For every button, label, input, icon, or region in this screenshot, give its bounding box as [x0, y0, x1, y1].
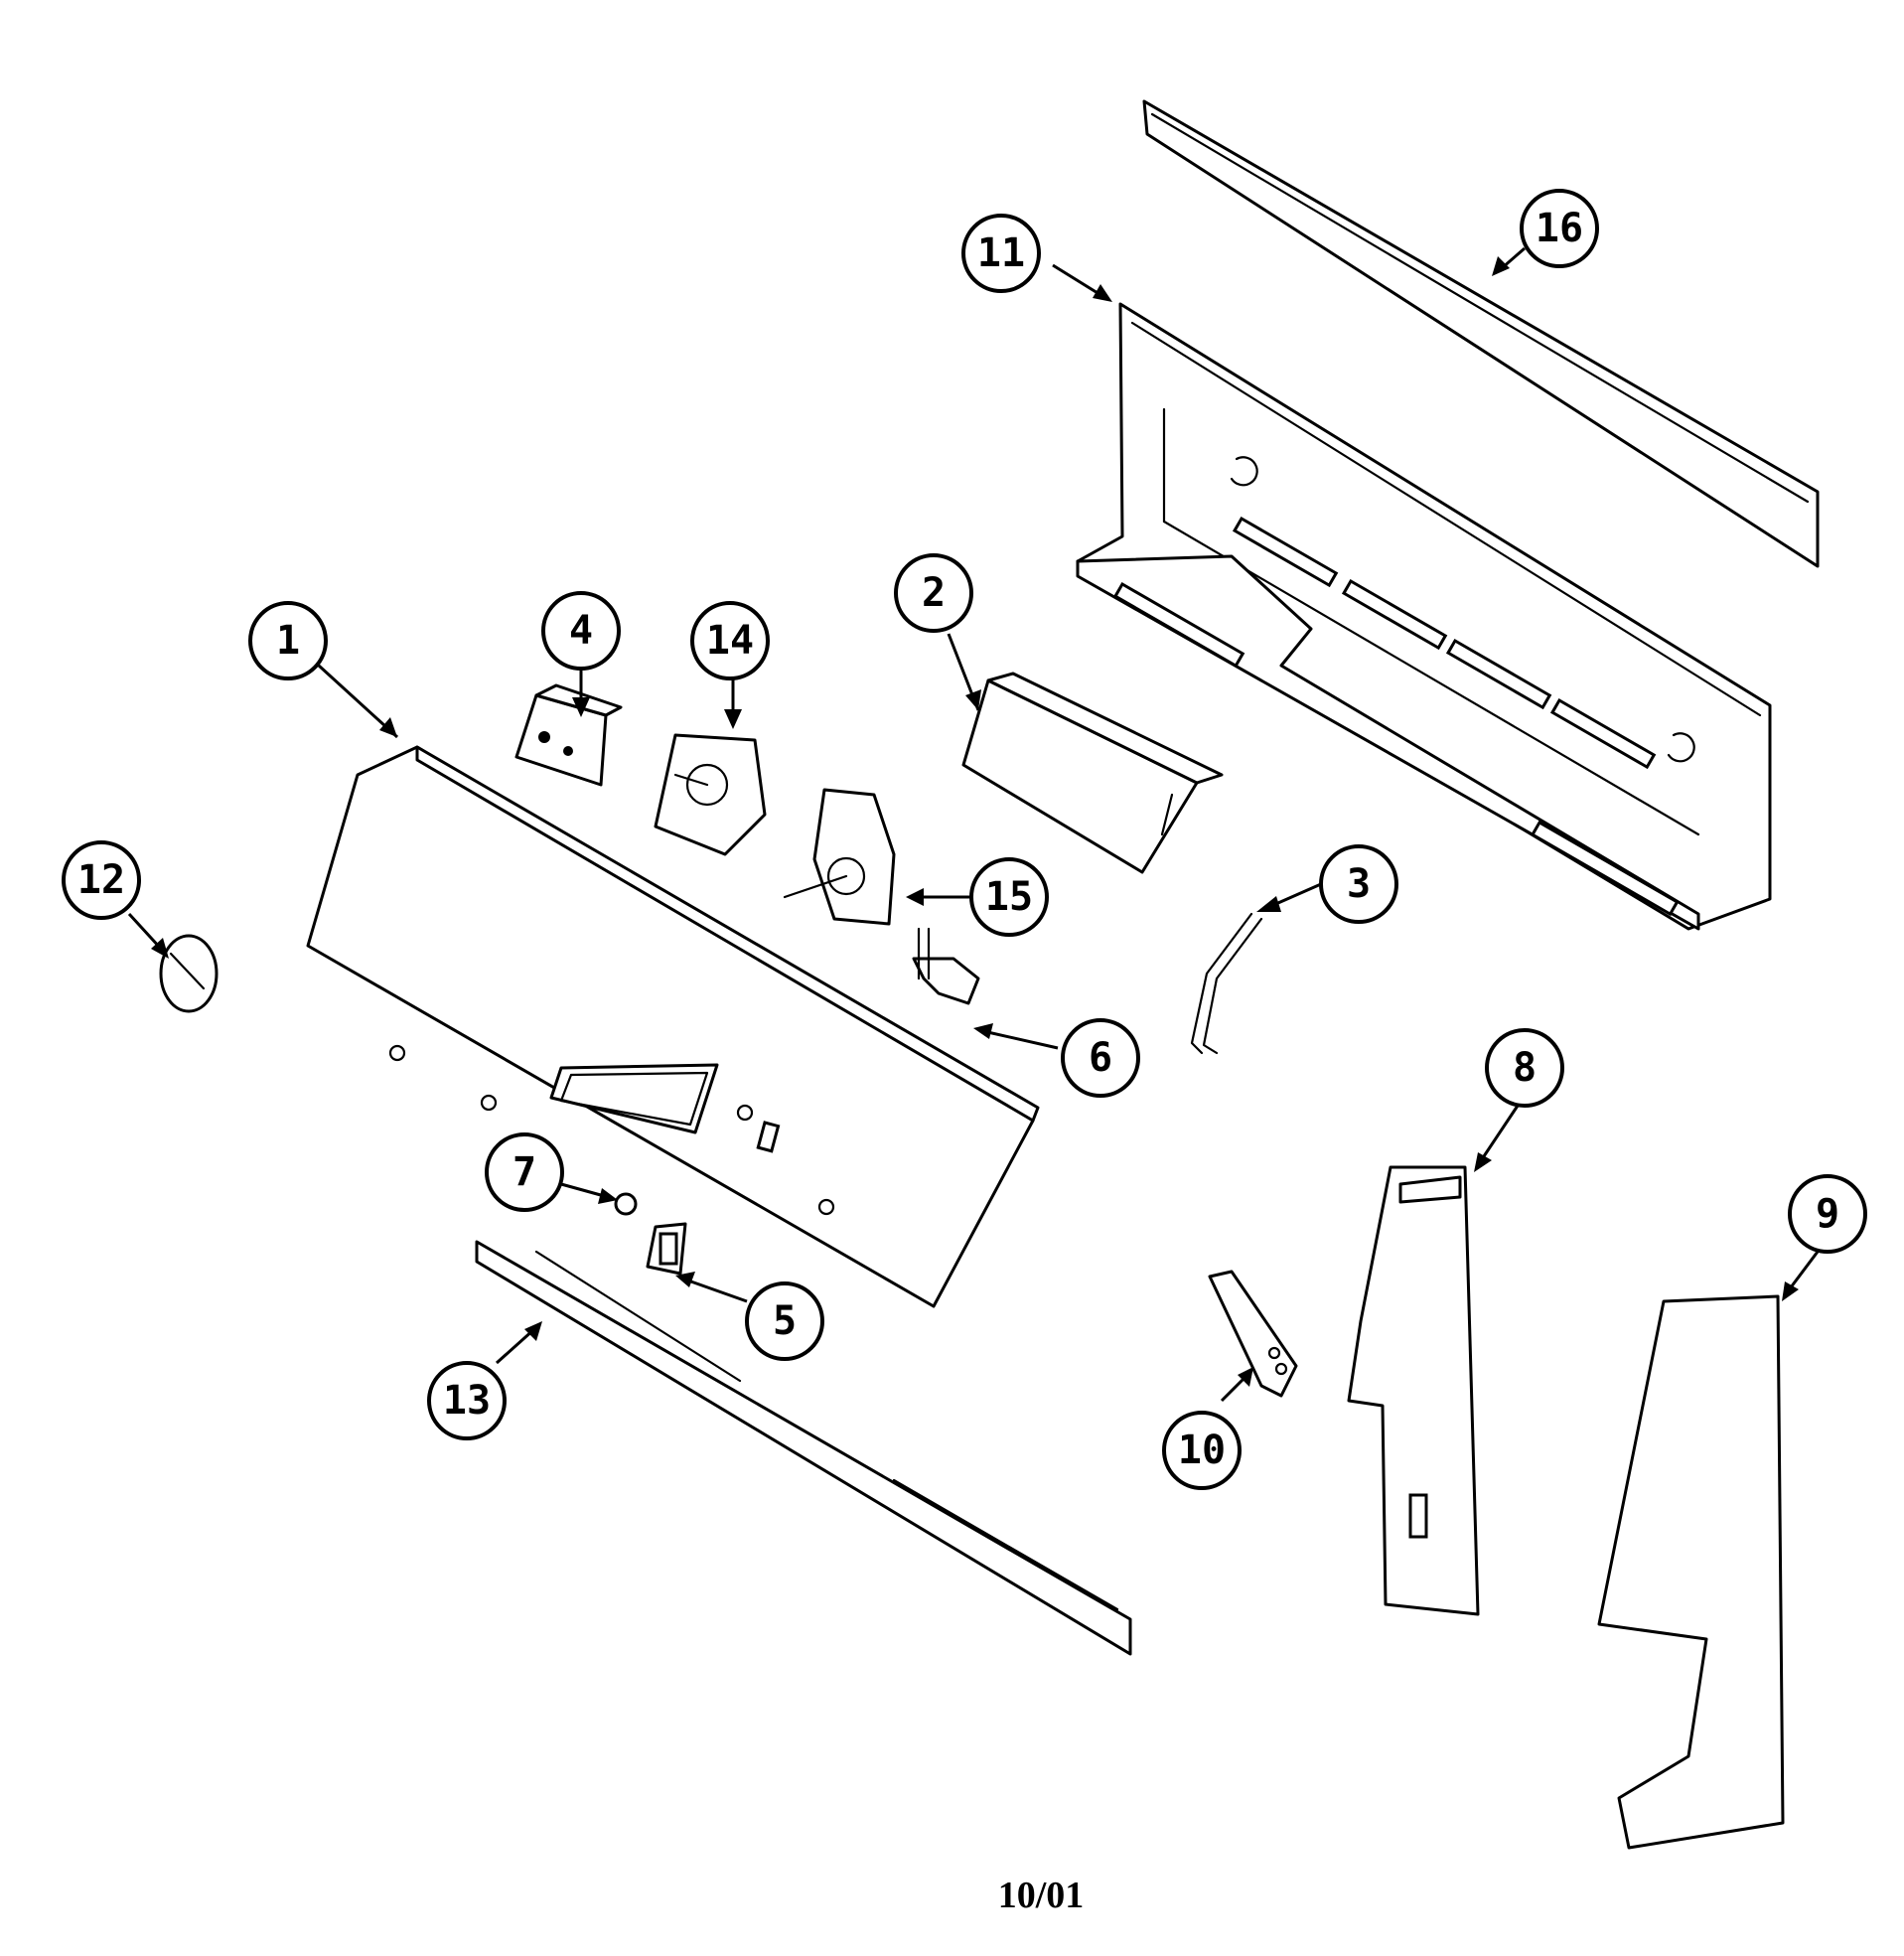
svg-text:4: 4: [569, 608, 593, 654]
svg-text:6: 6: [1089, 1035, 1112, 1081]
svg-text:1: 1: [276, 618, 300, 664]
callout-11: 11: [961, 214, 1041, 293]
callout-7: 7: [485, 1132, 564, 1212]
svg-text:3: 3: [1347, 861, 1371, 907]
part-12-knob: [159, 934, 219, 1013]
callout-10: 10: [1162, 1411, 1242, 1490]
part-1-control-panel: [306, 745, 1040, 1308]
part-9-side-panel: [1597, 1294, 1785, 1850]
svg-text:8: 8: [1513, 1045, 1537, 1091]
callout-2: 2: [894, 553, 973, 633]
svg-text:15: 15: [985, 874, 1033, 920]
callout-5: 5: [745, 1281, 824, 1361]
callout-4: 4: [541, 591, 621, 671]
part-11-back-panel: [1076, 302, 1772, 931]
callout-15: 15: [969, 857, 1049, 937]
part-5-rocker-switch: [646, 1222, 687, 1276]
svg-text:2: 2: [922, 570, 946, 616]
leader-lines: [127, 246, 1820, 1403]
svg-text:11: 11: [977, 230, 1025, 276]
callout-3: 3: [1319, 844, 1398, 924]
callout-12: 12: [62, 840, 141, 920]
part-14-infinite-switch: [654, 733, 767, 856]
svg-text:13: 13: [443, 1378, 491, 1424]
part-8-side-panel: [1347, 1165, 1480, 1616]
svg-text:9: 9: [1816, 1191, 1839, 1237]
part-4-switch: [514, 683, 623, 787]
footer-date: 10/01: [998, 1875, 1085, 1916]
part-13-bottom-trim: [475, 1240, 1132, 1656]
part-16-top-trim-strip: [1142, 99, 1820, 568]
callout-16: 16: [1520, 189, 1599, 268]
callout-8: 8: [1485, 1028, 1564, 1108]
part-10-bracket: [1208, 1270, 1298, 1398]
svg-text:10: 10: [1178, 1428, 1226, 1473]
callout-13: 13: [427, 1361, 507, 1440]
svg-text:16: 16: [1536, 206, 1583, 251]
callout-14: 14: [690, 601, 770, 680]
callout-6: 6: [1061, 1018, 1140, 1098]
callout-1: 1: [248, 601, 328, 680]
svg-text:12: 12: [77, 857, 125, 903]
svg-text:5: 5: [773, 1298, 797, 1344]
part-6-bracket: [912, 927, 980, 1005]
part-7-indicator-light: [614, 1192, 638, 1216]
svg-text:14: 14: [706, 618, 754, 664]
part-15-thermostat: [783, 788, 896, 926]
part-3-wire-bracket: [1190, 912, 1263, 1055]
callout-9: 9: [1788, 1174, 1867, 1254]
svg-text:7: 7: [513, 1149, 536, 1195]
part-2-electronic-control: [961, 672, 1224, 874]
